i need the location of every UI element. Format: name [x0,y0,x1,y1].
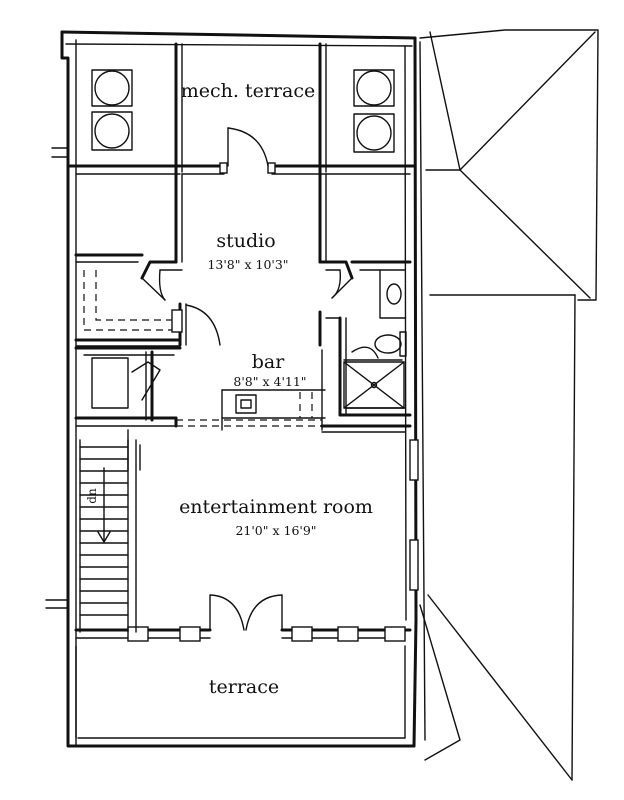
exterior-walls [45,30,418,748]
studio-label: studio [216,230,275,252]
bar-label: bar [252,351,285,373]
bar-dimensions: 8'8" x 4'11" [233,374,306,389]
studio-walls [74,170,412,417]
mech-terrace-zone [66,42,417,175]
stair [79,429,141,633]
terrace-label: terrace [209,676,279,698]
bath-fixtures [343,269,407,409]
terrace-zone [75,645,406,739]
bar-zone [74,346,326,431]
entertainment-room-label: entertainment room [179,496,373,518]
mech-units-right [353,69,395,153]
entertainment-room-walls [74,416,419,642]
roof [419,29,599,781]
mech-units-left [91,69,133,151]
stair-direction-label: dn [85,488,99,504]
entertainment-room-dimensions: 21'0" x 16'9" [235,523,316,538]
mech-terrace-label: mech. terrace [181,80,315,102]
studio-dimensions: 13'8" x 10'3" [207,257,288,272]
